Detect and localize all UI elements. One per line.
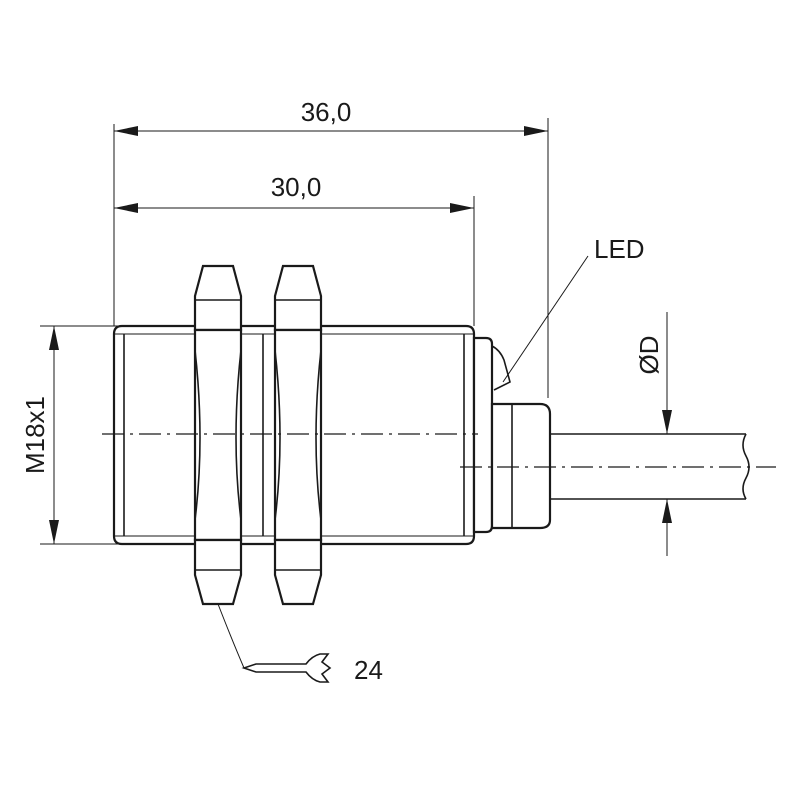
hex-nut-right bbox=[273, 264, 323, 606]
wrench-icon bbox=[241, 653, 332, 683]
wrench-size-callout: 24 bbox=[217, 603, 383, 685]
cable-diameter-label: ØD bbox=[634, 336, 664, 375]
dimension-thread: M18x1 bbox=[20, 325, 118, 545]
wrench-size-label: 24 bbox=[354, 655, 383, 685]
thread-label: M18x1 bbox=[20, 396, 50, 474]
hex-nut-left bbox=[193, 264, 243, 606]
body-length-label: 30,0 bbox=[271, 172, 322, 202]
sensor-rear-cap bbox=[472, 336, 552, 534]
overall-length-label: 36,0 bbox=[301, 97, 352, 127]
dimension-cable-diameter: ØD bbox=[634, 312, 680, 556]
dimension-body-length: 30,0 bbox=[114, 172, 475, 326]
led-callout: LED bbox=[502, 234, 645, 383]
led-label: LED bbox=[594, 234, 645, 264]
dimension-overall-length: 36,0 bbox=[113, 97, 549, 398]
